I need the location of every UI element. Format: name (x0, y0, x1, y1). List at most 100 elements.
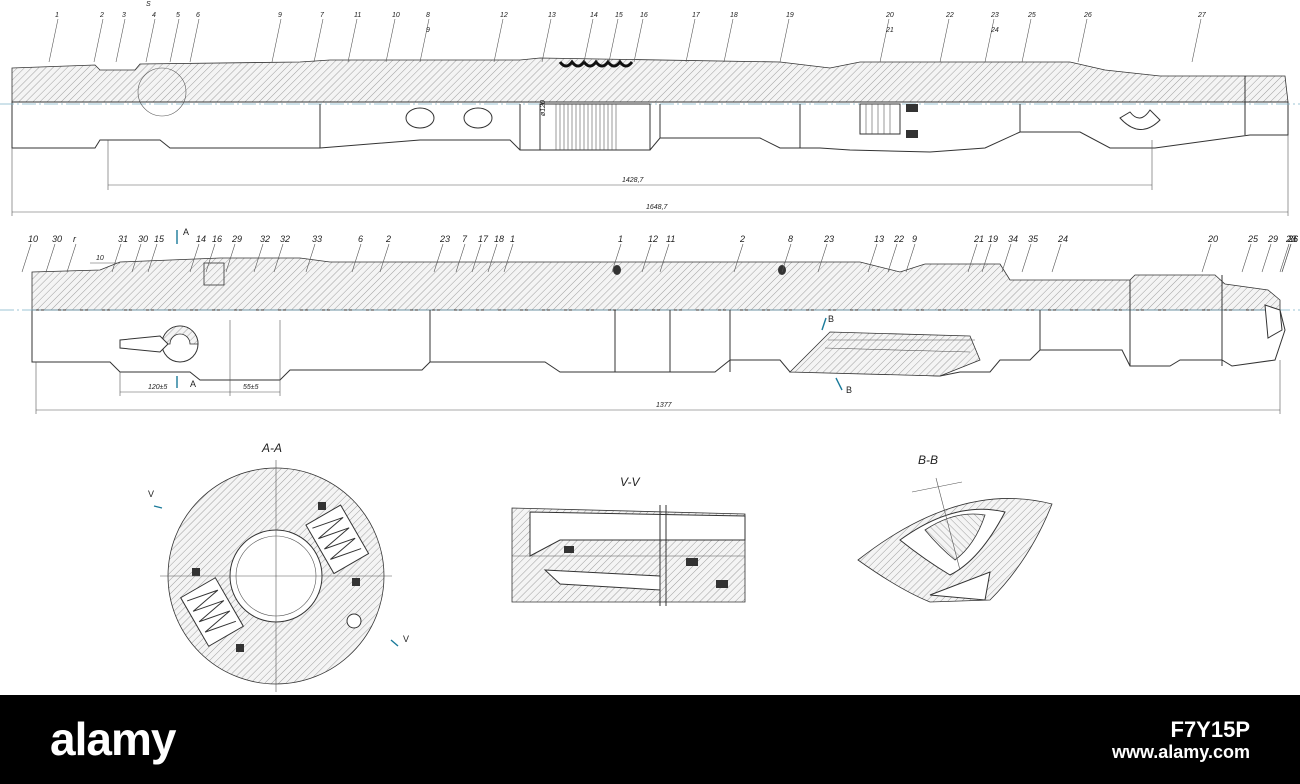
leader-line (225, 243, 236, 273)
section-b-marker-top: B (828, 314, 834, 324)
part-label: 23 (990, 12, 999, 19)
site-url: www.alamy.com (1111, 742, 1250, 762)
leader-line (487, 243, 498, 273)
part-label: 35 (1028, 234, 1039, 244)
part-label: 30 (138, 234, 148, 244)
part-label: 27 (1197, 12, 1207, 19)
thread-pattern (555, 104, 617, 150)
leader-line (145, 18, 156, 63)
part-label: 23 (1285, 234, 1296, 244)
part-label: 18 (494, 234, 504, 244)
part-label: r (73, 234, 77, 244)
leader-line (189, 18, 200, 63)
section-aa: A-A V V (148, 441, 409, 692)
part-label: 12 (500, 12, 508, 19)
leader-line (471, 243, 482, 273)
leader-line (685, 18, 696, 63)
leader-line (867, 243, 878, 273)
dim-1377: 1377 (656, 402, 673, 409)
diameter-label: ø120 (540, 100, 547, 116)
part-label: 33 (312, 234, 322, 244)
part-label: 3 (122, 12, 126, 19)
leader-line (905, 243, 916, 273)
alamy-logo: alamy (50, 713, 176, 765)
part-label: 9 (912, 234, 917, 244)
leader-line (115, 18, 126, 63)
leader-line (733, 243, 744, 273)
part-label: 32 (260, 234, 270, 244)
part-label: 17 (478, 234, 489, 244)
part-label: 25 (1027, 12, 1036, 19)
part-label: 16 (640, 12, 648, 19)
section-vv: V-V (511, 475, 746, 606)
leader-line (503, 243, 514, 273)
part-label: 15 (154, 234, 165, 244)
leader-line (273, 243, 284, 273)
dim-10: 10 (96, 255, 104, 262)
leader-line (583, 18, 594, 63)
leader-line (967, 243, 978, 273)
leader-line (1241, 243, 1252, 273)
part-label: 19 (786, 12, 794, 19)
leader-line (1261, 243, 1272, 273)
leader-line (111, 243, 122, 273)
part-label: 2 (739, 234, 745, 244)
leader-line (66, 243, 77, 273)
leader-line (984, 18, 995, 63)
section-a-marker-bottom: A (190, 379, 196, 389)
part-label: 30 (52, 234, 62, 244)
part-label: 23 (439, 234, 450, 244)
watermark-banner (0, 695, 1300, 784)
part-label: 31 (118, 234, 128, 244)
dim-120: 120±5 (148, 384, 168, 391)
part-label: 9 (278, 12, 282, 19)
part-label: 19 (988, 234, 998, 244)
leader-line (147, 243, 158, 273)
leader-line (887, 243, 898, 273)
part-label: 21 (973, 234, 984, 244)
part-label: 8 (788, 234, 793, 244)
part-label: 13 (874, 234, 884, 244)
part-label: 22 (945, 12, 954, 19)
leader-line (205, 243, 216, 273)
leader-line (1201, 243, 1212, 273)
part-label: 11 (666, 234, 675, 244)
leader-line (633, 18, 644, 63)
label-21-sub: 21 (885, 27, 894, 34)
part-label: 20 (1207, 234, 1218, 244)
leader-line (817, 243, 828, 273)
part-label: 23 (823, 234, 834, 244)
part-label: 11 (354, 12, 361, 19)
section-b-marker-bottom: B (846, 385, 852, 395)
part-label: 13 (548, 12, 556, 19)
leader-line (419, 18, 430, 63)
leader-line (351, 243, 362, 273)
part-label: 29 (1267, 234, 1278, 244)
leader-line (21, 243, 32, 273)
leader-line (541, 18, 552, 63)
leader-line (45, 243, 56, 273)
leader-line (131, 243, 142, 273)
part-label: 26 (1083, 12, 1092, 19)
dim-55: 55±5 (243, 384, 259, 391)
leader-line (781, 243, 792, 273)
image-id: F7Y15P (1170, 717, 1251, 742)
leader-line (93, 18, 104, 63)
leader-line (1021, 18, 1032, 63)
part-label: 5 (176, 12, 180, 19)
detail-circle (137, 67, 187, 117)
part-label: 10 (392, 12, 400, 19)
leader-line (379, 243, 390, 273)
leader-line (1191, 18, 1202, 63)
dim-outer: 1648,7 (646, 204, 669, 211)
part-label: 8 (426, 12, 430, 19)
leader-line (723, 18, 734, 63)
section-v-marker-top: V (148, 489, 154, 499)
leader-line (608, 18, 619, 63)
part-label: 10 (28, 234, 38, 244)
dim-inner: 1428,7 (622, 177, 645, 184)
